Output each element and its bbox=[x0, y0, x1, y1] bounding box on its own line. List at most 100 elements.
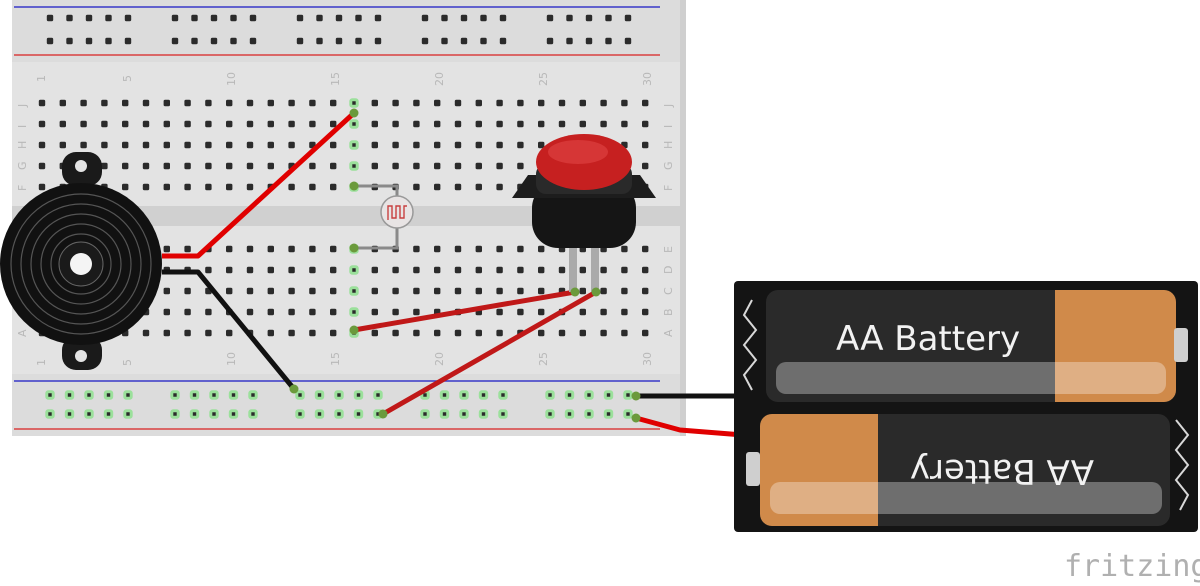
push-button-leg-left bbox=[569, 240, 577, 292]
power-rail-hole bbox=[170, 390, 180, 400]
breadboard-hole bbox=[496, 287, 503, 295]
power-rail-hole bbox=[439, 409, 450, 419]
breadboard-hole bbox=[434, 141, 441, 149]
row-labels-left: J I H G F A bbox=[16, 104, 29, 337]
power-rail-hole bbox=[191, 37, 198, 45]
breadboard-hole bbox=[600, 266, 607, 274]
power-rail-hole bbox=[420, 409, 430, 419]
breadboard-hole bbox=[184, 99, 191, 107]
breadboard-hole bbox=[330, 287, 337, 295]
breadboard-hole bbox=[205, 308, 212, 316]
power-rail-hole bbox=[189, 390, 200, 400]
breadboard-hole bbox=[496, 141, 503, 149]
breadboard-hole bbox=[642, 266, 649, 274]
breadboard-hole bbox=[246, 287, 254, 295]
jumper-ldr-to-button[interactable] bbox=[351, 289, 578, 333]
breadboard-hole bbox=[184, 141, 191, 149]
power-rail-hole bbox=[105, 14, 112, 22]
breadboard-hole bbox=[434, 287, 441, 295]
breadboard-hole bbox=[288, 329, 295, 337]
breadboard-hole bbox=[371, 162, 378, 170]
power-rail-hole bbox=[249, 37, 257, 45]
power-rail-hole bbox=[249, 14, 257, 22]
battery-holder[interactable]: AA Battery AA Battery bbox=[734, 281, 1198, 532]
breadboard-hole bbox=[267, 120, 274, 128]
power-rail-hole bbox=[45, 390, 55, 400]
power-rail-hole bbox=[441, 14, 448, 22]
breadboard-hole bbox=[163, 329, 170, 337]
breadboard-hole bbox=[101, 120, 108, 128]
power-rail-hole bbox=[459, 390, 469, 400]
breadboard-hole bbox=[288, 287, 295, 295]
breadboard-hole bbox=[371, 120, 378, 128]
push-button[interactable] bbox=[512, 134, 656, 292]
breadboard-hole bbox=[517, 308, 524, 316]
breadboard-hole bbox=[309, 266, 316, 274]
breadboard-hole bbox=[413, 162, 420, 170]
breadboard-hole bbox=[392, 120, 399, 128]
breadboard-hole bbox=[163, 183, 170, 191]
row-label-j-left: J bbox=[16, 104, 29, 108]
breadboard-hole bbox=[371, 308, 378, 316]
row-label-a-right: A bbox=[662, 329, 675, 337]
power-rail-hole bbox=[84, 409, 94, 419]
breadboard-hole bbox=[642, 162, 649, 170]
breadboard-hole bbox=[413, 141, 420, 149]
row-label-f-right: F bbox=[662, 185, 675, 191]
power-rail-hole bbox=[66, 14, 73, 22]
buzzer-black-lead[interactable] bbox=[162, 269, 296, 391]
breadboard-hole bbox=[642, 308, 649, 316]
power-rail-hole bbox=[498, 390, 508, 400]
breadboard-hole bbox=[163, 141, 170, 149]
breadboard-hole bbox=[163, 162, 170, 170]
breadboard-hole bbox=[163, 308, 170, 316]
battery-cell-top-label: AA Battery bbox=[836, 319, 1020, 359]
breadboard-hole bbox=[288, 266, 295, 274]
photoresistor[interactable] bbox=[354, 184, 414, 250]
piezo-buzzer[interactable] bbox=[0, 152, 162, 370]
breadboard-hole bbox=[538, 99, 545, 107]
breadboard-hole bbox=[413, 287, 420, 295]
power-rail-hole bbox=[546, 14, 554, 22]
breadboard-hole bbox=[475, 120, 482, 128]
power-rail-hole bbox=[374, 14, 382, 22]
power-rail-hole bbox=[603, 409, 614, 419]
buzzer-red-lead[interactable] bbox=[162, 111, 356, 259]
power-rail-hole bbox=[499, 37, 507, 45]
breadboard-hole bbox=[413, 308, 420, 316]
breadboard-hole bbox=[122, 141, 129, 149]
breadboard-hole bbox=[226, 266, 233, 274]
power-rail-hole bbox=[498, 409, 508, 419]
breadboard-hole bbox=[538, 287, 545, 295]
breadboard-hole bbox=[142, 141, 150, 149]
breadboard-hole bbox=[205, 329, 212, 337]
breadboard-hole bbox=[59, 99, 66, 107]
jumper-button-to-rail[interactable] bbox=[380, 289, 599, 417]
battery-spring-top bbox=[742, 299, 758, 391]
power-rail-hole bbox=[296, 14, 304, 22]
column-number-25-bottom: 25 bbox=[537, 352, 550, 366]
column-numbers-bottom: 1 5 10 15 20 25 30 bbox=[35, 352, 654, 366]
breadboard-hole bbox=[434, 245, 441, 253]
power-rail-hole bbox=[296, 37, 304, 45]
breadboard-hole bbox=[122, 162, 129, 170]
breadboard-hole bbox=[349, 98, 359, 108]
breadboard-hole bbox=[330, 99, 337, 107]
power-rail-hole bbox=[499, 14, 507, 22]
power-rail-hole bbox=[124, 14, 132, 22]
breadboard-hole bbox=[122, 99, 129, 107]
battery-spring-bottom bbox=[1174, 419, 1190, 511]
breadboard-hole bbox=[413, 329, 420, 337]
column-number-20-top: 20 bbox=[433, 72, 446, 86]
breadboard-hole bbox=[205, 120, 212, 128]
battery-red-lead[interactable] bbox=[635, 415, 744, 438]
breadboard-hole bbox=[579, 266, 586, 274]
power-rail-hole bbox=[624, 14, 632, 22]
breadboard-hole bbox=[371, 287, 378, 295]
breadboard-hole bbox=[392, 308, 399, 316]
column-number-25-top: 25 bbox=[537, 72, 550, 86]
power-rail-hole bbox=[85, 14, 93, 22]
breadboard-hole bbox=[413, 120, 420, 128]
breadboard-hole bbox=[621, 308, 628, 316]
breadboard-hole bbox=[558, 99, 566, 107]
